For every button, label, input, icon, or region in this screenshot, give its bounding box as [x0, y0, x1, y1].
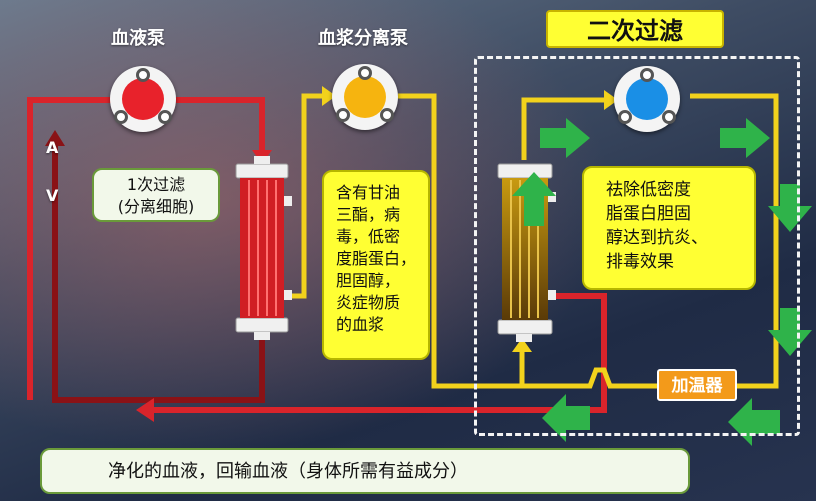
secondary-effect-box: 祛除低密度 脂蛋白胆固 醇达到抗炎、 排毒效果 — [582, 166, 756, 290]
second-filter-column — [497, 163, 556, 342]
secondary-filter-title: 二次过滤 — [546, 10, 724, 48]
green-arrow-right-2 — [720, 118, 770, 158]
green-arrow-left-2 — [542, 394, 590, 442]
green-arrow-up — [512, 172, 556, 226]
plasma-line-filter2-out — [521, 97, 612, 160]
blood-line-pump-filter — [176, 97, 265, 158]
return-line — [52, 140, 265, 403]
secondary-filter-region — [474, 56, 800, 436]
plasma-line-heater-out — [690, 93, 779, 389]
port-v-label: V — [46, 186, 59, 205]
plasma-line-heater — [522, 367, 657, 389]
green-arrow-right-1 — [540, 118, 590, 158]
heater-label: 加温器 — [657, 369, 737, 401]
first-filter-column — [235, 156, 292, 340]
blood-pump-icon — [110, 66, 176, 132]
plasma-arrow-up — [512, 338, 532, 352]
port-a-label: A — [46, 138, 59, 157]
green-arrow-down-1 — [768, 184, 812, 232]
plasma-pump-label: 血浆分离泵 — [318, 28, 408, 49]
plasma-arrow-right — [322, 86, 336, 106]
filtered-return-line — [150, 293, 607, 413]
secondary-pump-icon — [614, 66, 680, 132]
plasma-line-to-pump — [286, 93, 330, 299]
plasma-line-pump-out — [398, 93, 522, 389]
return-arrow-up — [45, 130, 65, 146]
plasma-contents-box: 含有甘油 三酯，病 毒，低密 度脂蛋白， 胆固醇， 炎症物质 的血浆 — [322, 170, 430, 360]
filtered-return-arrow — [136, 398, 154, 422]
first-filter-box: 1次过滤 (分离细胞) — [92, 168, 220, 222]
return-blood-box: 净化的血液，回输血液（身体所需有益成分） — [40, 448, 690, 494]
plasma-arrow-to-blue-pump — [604, 90, 618, 110]
blood-pump-label: 血液泵 — [111, 28, 165, 49]
plasma-pump-icon — [332, 64, 398, 130]
green-arrow-down-2 — [768, 308, 812, 356]
blood-line-in — [27, 97, 120, 400]
